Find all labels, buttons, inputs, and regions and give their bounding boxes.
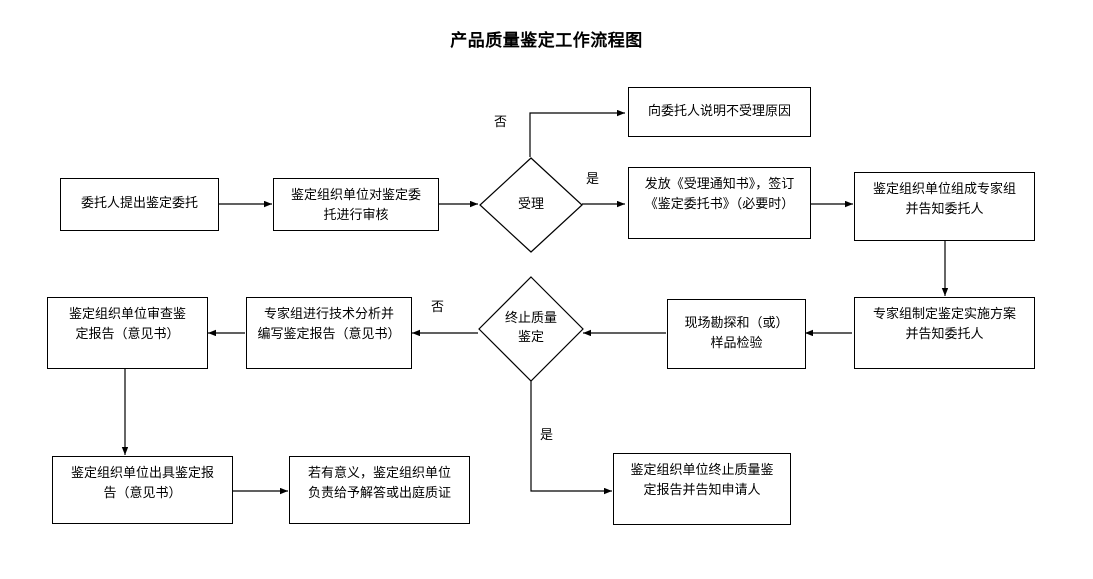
- decision-terminate-shape: [478, 276, 584, 382]
- node-review: 鉴定组织单位对鉴定委 托进行审核: [273, 178, 439, 231]
- node-reject-notice: 向委托人说明不受理原因: [628, 87, 811, 137]
- decision-accept-shape: [479, 157, 583, 253]
- decision-accept: 受理: [479, 157, 583, 253]
- node-issue-report: 鉴定组织单位出具鉴定报 告（意见书）: [52, 456, 233, 524]
- node-request: 委托人提出鉴定委托: [60, 178, 219, 231]
- edge-label-terminate-yes: 是: [540, 428, 554, 443]
- node-accept-notice: 发放《受理通知书》，签订 《鉴定委托书》（必要时）: [628, 167, 811, 239]
- node-answer-questions: 若有意义，鉴定组织单位 负责给予解答或出庭质证: [289, 456, 470, 524]
- edge-label-terminate-no: 否: [431, 300, 445, 315]
- decision-terminate: 终止质量 鉴定: [478, 276, 584, 382]
- node-form-expert-group: 鉴定组织单位组成专家组 并告知委托人: [854, 172, 1035, 241]
- node-site-survey: 现场勘探和（或） 样品检验: [667, 299, 806, 369]
- node-terminate-report: 鉴定组织单位终止质量鉴 定报告并告知申请人: [613, 453, 791, 525]
- edge-label-accept-yes: 是: [586, 172, 600, 187]
- node-expert-analysis: 专家组进行技术分析并 编写鉴定报告（意见书）: [246, 297, 412, 369]
- edge-label-accept-no: 否: [494, 115, 508, 130]
- node-org-review-report: 鉴定组织单位审查鉴 定报告（意见书）: [47, 297, 208, 369]
- decision-accept-label: 受理: [517, 196, 544, 212]
- node-expert-plan: 专家组制定鉴定实施方案 并告知委托人: [854, 297, 1035, 369]
- decision-terminate-label: 终止质量 鉴定: [504, 311, 557, 345]
- page-title: 产品质量鉴定工作流程图: [450, 31, 643, 51]
